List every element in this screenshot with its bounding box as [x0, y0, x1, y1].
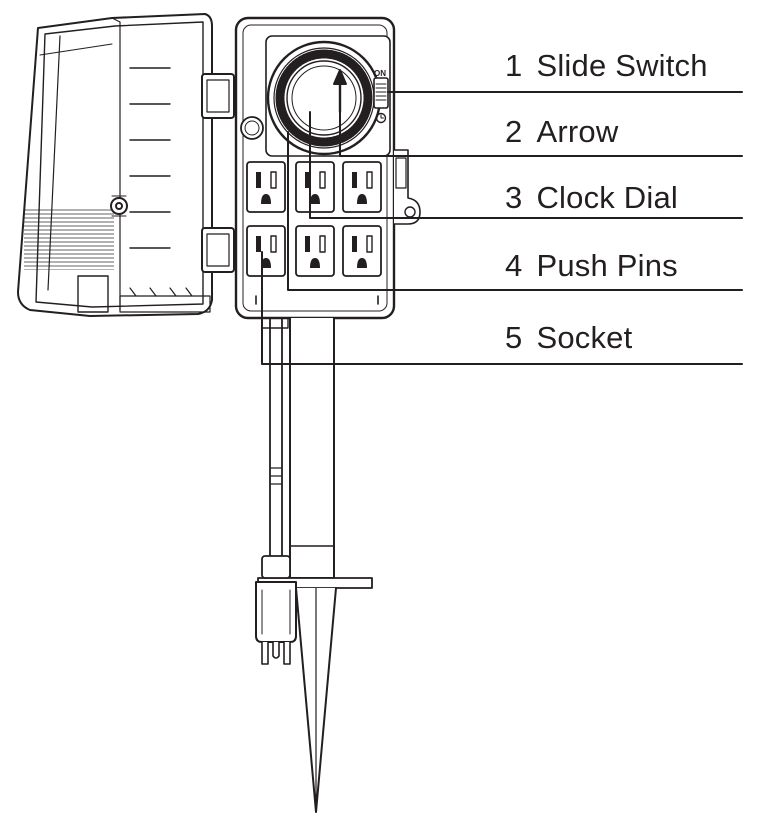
outlet [295, 161, 335, 213]
power-cord [255, 317, 297, 665]
callout-text: Socket [536, 320, 633, 355]
outlet [246, 161, 286, 213]
clock-dial [266, 40, 382, 156]
leader-line-arrow [339, 111, 743, 157]
callout-slide-switch: 1 Slide Switch [505, 48, 708, 84]
switch-on-marking: ON [374, 69, 386, 78]
outlets-bottom-row [246, 225, 382, 277]
callout-text: Push Pins [536, 248, 678, 283]
callout-text: Clock Dial [536, 180, 678, 215]
outlet [342, 161, 382, 213]
callout-arrow: 2 Arrow [505, 114, 618, 150]
ground-stake [257, 317, 373, 813]
callout-text: Arrow [536, 114, 619, 149]
callout-number: 3 [505, 180, 523, 215]
clock-icon [375, 112, 387, 124]
leader-line-push-pins [287, 131, 743, 291]
outlet [342, 225, 382, 277]
socket [246, 225, 286, 277]
outlet [295, 225, 335, 277]
callout-number: 2 [505, 114, 523, 149]
leader-lines [261, 91, 743, 365]
callout-number: 4 [505, 248, 523, 283]
open-cover [17, 13, 235, 317]
callout-number: 1 [505, 48, 523, 83]
dial-arrow [333, 69, 347, 114]
callout-push-pins: 4 Push Pins [505, 248, 678, 284]
callout-socket: 5 Socket [505, 320, 632, 356]
push-pins-ring [275, 49, 373, 147]
leader-line-socket [261, 251, 743, 365]
callout-text: Slide Switch [536, 48, 708, 83]
callout-number: 5 [505, 320, 523, 355]
callout-clock-dial: 3 Clock Dial [505, 180, 678, 216]
outlets-top-row [246, 161, 382, 213]
leader-line-clock-dial [309, 111, 743, 219]
